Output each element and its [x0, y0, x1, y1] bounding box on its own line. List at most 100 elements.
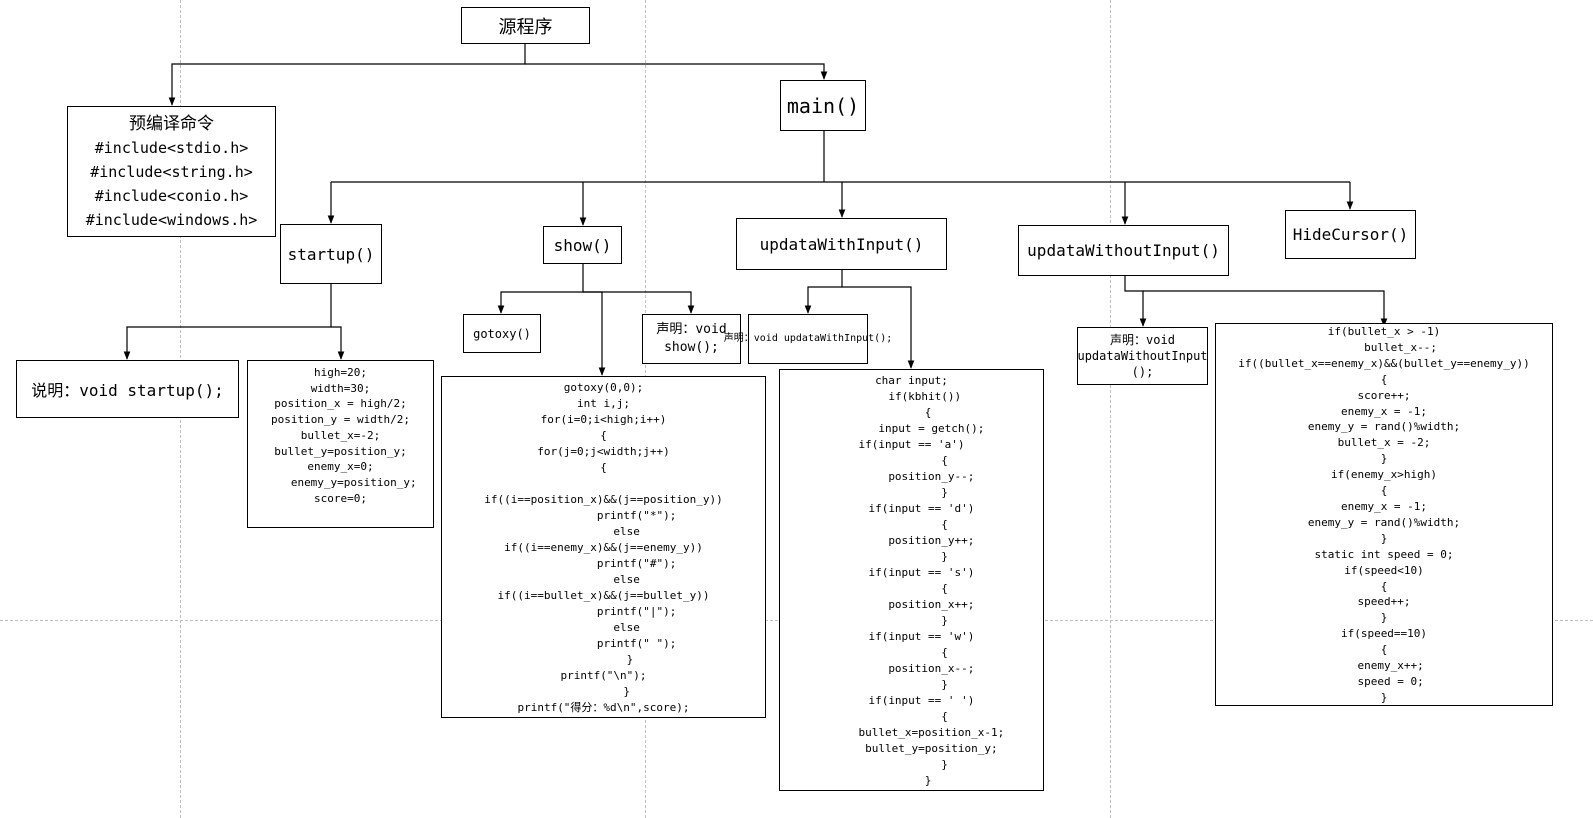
code-line: if((i==position_x)&&(j==position_y)): [484, 493, 723, 506]
code-line: {: [875, 710, 948, 723]
edge-noinput-bus: [1124, 276, 1147, 327]
code-line: printf("|");: [530, 605, 677, 618]
code-line: position_x = high/2;: [274, 397, 407, 411]
node-source-program: 源程序: [461, 7, 590, 44]
node-hidecursor: HideCursor(): [1285, 210, 1416, 259]
node-startup-declaration: 说明：void startup();: [16, 360, 239, 418]
precompile-line: #include<windows.h>: [85, 210, 258, 229]
code-line: position_x++;: [848, 598, 975, 611]
code-line: if(speed==10): [1340, 627, 1428, 641]
precompile-line: #include<string.h>: [90, 162, 253, 181]
code-line: if(input == 'w'): [848, 630, 975, 643]
code-line: if(input == 'a'): [858, 438, 965, 451]
code-line: if(input == ' '): [848, 694, 975, 707]
code-line: }: [573, 653, 634, 666]
code-line: enemy_x=0;: [307, 460, 374, 474]
page-guide-vertical: [1110, 0, 1111, 818]
code-line: {: [875, 646, 948, 659]
code-line: bullet_y=position_y;: [825, 742, 998, 755]
code-updatawithoutinput-body: if(bullet_x > -1) bullet_x--;if((bullet_…: [1215, 323, 1553, 706]
declaration-line: ();: [1131, 365, 1154, 379]
node-updatawithoutinput: updataWithoutInput(): [1018, 225, 1229, 276]
code-line: }: [891, 774, 932, 787]
code-line: }: [875, 486, 948, 499]
code-line: }: [1380, 452, 1388, 466]
node-gotoxy: gotoxy(): [463, 314, 541, 353]
code-line: {: [600, 429, 607, 442]
node-updatawithinput: updataWithInput(): [736, 218, 947, 270]
edge-show-code: [583, 291, 606, 376]
code-line: [442, 476, 765, 492]
edge-input-code: [842, 286, 915, 369]
code-line: }: [875, 550, 948, 563]
code-startup-body: high=20; width=30; position_x = high/2; pos…: [247, 360, 434, 528]
code-line: else: [567, 525, 640, 538]
code-line: static int speed = 0;: [1314, 547, 1454, 561]
node-updatawithinput-declaration: 声明：void updataWithInput();: [724, 314, 892, 364]
code-line: {: [875, 454, 948, 467]
edge-input-bus: [804, 270, 843, 314]
code-line: if(enemy_x>high): [1331, 468, 1437, 482]
node-updatawithoutinput-declaration: 声明：void updataWithoutInput ();: [1077, 327, 1208, 385]
code-line: printf("\n");: [560, 669, 647, 682]
code-line: position_y++;: [848, 534, 975, 547]
code-line: }: [875, 758, 948, 771]
declaration-line: 声明：void: [1110, 333, 1175, 347]
code-line: char input;: [875, 374, 948, 387]
code-line: int i,j;: [577, 397, 630, 410]
code-line: enemy_x++;: [1344, 659, 1424, 673]
code-line: enemy_y = rand()%width;: [1307, 420, 1461, 434]
code-line: printf(" ");: [530, 637, 677, 650]
edge-root-precompile: [168, 44, 526, 106]
edge-main-bus: [331, 131, 1350, 183]
edge-startup-bus: [123, 284, 332, 360]
code-line: if(input == 's'): [848, 566, 975, 579]
node-show: show(): [543, 226, 622, 264]
code-line: {: [600, 461, 607, 474]
code-line: score++;: [1357, 388, 1411, 402]
code-line: enemy_y=position_y;: [264, 475, 417, 489]
code-line: score=0;: [314, 491, 367, 505]
code-show-body: gotoxy(0,0);int i,j;for(i=0;i<high;i++){…: [441, 376, 766, 718]
code-line: bullet_x=position_x-1;: [818, 726, 1005, 739]
edge-show-decl: [583, 291, 695, 314]
code-line: if(speed<10): [1344, 563, 1424, 577]
precompile-line: #include<stdio.h>: [94, 138, 249, 157]
edge-noinput-code: [1143, 290, 1388, 327]
declaration-line: updataWithoutInput: [1077, 349, 1208, 363]
code-line: position_x--;: [848, 662, 975, 675]
code-line: position_y = width/2;: [270, 413, 411, 427]
code-updatawithinput-body: char input; if(kbhit()) { input = getch(…: [779, 369, 1044, 791]
precompile-line: 预编译命令: [129, 113, 214, 134]
code-line: width=30;: [310, 381, 371, 395]
code-line: position_y--;: [848, 470, 975, 483]
code-line: }: [1380, 611, 1388, 625]
code-line: }: [1380, 531, 1388, 545]
declaration-line: show();: [664, 340, 719, 355]
edge-show-bus: [497, 264, 584, 314]
code-line: printf("*");: [530, 509, 677, 522]
code-line: for(j=0;j<width;j++): [537, 445, 670, 458]
code-line: if(bullet_x > -1): [1327, 325, 1441, 338]
code-line: high=20;: [314, 366, 367, 379]
code-line: bullet_x = -2;: [1337, 436, 1431, 450]
code-line: enemy_y = rand()%width;: [1307, 515, 1461, 529]
code-line: {: [1380, 643, 1388, 657]
code-line: {: [891, 406, 932, 419]
code-line: speed++;: [1357, 595, 1411, 609]
code-line: for(i=0;i<high;i++): [540, 413, 667, 426]
code-line: {: [875, 518, 948, 531]
code-line: }: [1380, 690, 1388, 704]
code-line: if((i==bullet_x)&&(j==bullet_y)): [497, 589, 710, 602]
declaration-line: 声明：void: [656, 322, 727, 337]
precompile-line: #include<conio.h>: [94, 186, 249, 205]
code-line: {: [1380, 484, 1388, 498]
code-line: {: [1380, 579, 1388, 593]
code-line: {: [1380, 372, 1388, 386]
code-line: if((bullet_x==enemy_x)&&(bullet_y==enemy…: [1238, 356, 1530, 370]
code-line: }: [875, 678, 948, 691]
code-line: input = getch();: [838, 422, 985, 435]
code-line: else: [567, 621, 640, 634]
